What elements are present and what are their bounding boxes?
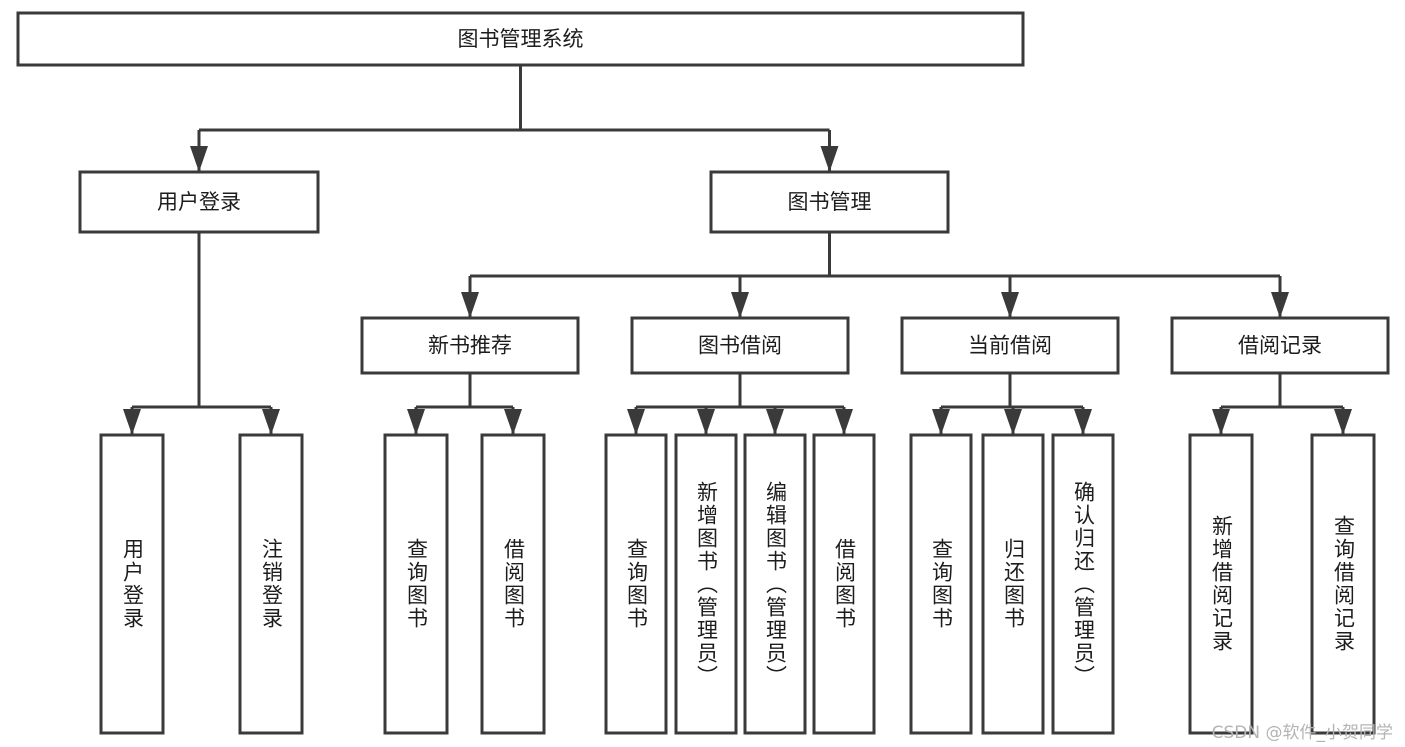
arrow-to-leaf-1 <box>262 409 280 435</box>
node-leaf-box-12[interactable] <box>1310 433 1376 735</box>
arrow-to-leaf-2 <box>407 409 425 435</box>
node-leaf-box-7[interactable] <box>812 433 876 735</box>
arrow-to-level3-2 <box>1001 292 1019 318</box>
arrow-to-level2-0 <box>190 146 208 172</box>
arrow-to-level2-1 <box>820 146 839 172</box>
node-level2-label-1: 图书管理 <box>788 190 872 214</box>
node-level3-box-1[interactable] <box>630 316 850 375</box>
node-leaf-box-1[interactable] <box>238 433 304 735</box>
arrow-to-leaf-8 <box>932 409 950 435</box>
arrow-to-leaf-11 <box>1212 409 1230 435</box>
node-level2-box-1[interactable] <box>709 170 950 234</box>
node-leaf-box-3[interactable] <box>480 433 546 735</box>
arrow-to-level3-1 <box>731 292 749 318</box>
node-level3-box-2[interactable] <box>900 316 1120 375</box>
node-level3-label-1: 图书借阅 <box>698 334 782 358</box>
watermark-text: CSDN @软件_小贺同学 <box>1211 723 1393 743</box>
arrow-to-leaf-10 <box>1074 409 1092 435</box>
arrow-to-level3-3 <box>1271 292 1289 318</box>
connectors-layer <box>123 65 1352 435</box>
arrow-to-leaf-3 <box>504 409 522 435</box>
node-level2-box-0[interactable] <box>78 170 320 234</box>
node-leaf-box-4[interactable] <box>604 433 668 735</box>
node-root-label: 图书管理系统 <box>458 27 584 51</box>
node-leaf-box-10[interactable] <box>1051 433 1115 735</box>
arrow-to-leaf-9 <box>1004 409 1022 435</box>
node-level2-label-0: 用户登录 <box>157 190 241 214</box>
node-level3-label-3: 借阅记录 <box>1238 334 1322 358</box>
node-leaf-box-6[interactable] <box>743 433 807 735</box>
arrow-to-leaf-7 <box>835 409 853 435</box>
arrow-to-leaf-4 <box>627 409 645 435</box>
node-level3-label-2: 当前借阅 <box>968 334 1052 358</box>
arrow-to-leaf-12 <box>1334 409 1352 435</box>
node-leaf-box-5[interactable] <box>674 433 738 735</box>
arrow-to-level3-0 <box>461 292 479 318</box>
node-level3-box-0[interactable] <box>360 316 580 375</box>
node-level3-label-0: 新书推荐 <box>428 334 512 358</box>
node-root-box[interactable] <box>16 11 1025 67</box>
node-leaf-box-8[interactable] <box>909 433 973 735</box>
node-level3-box-3[interactable] <box>1170 316 1390 375</box>
node-leaf-box-0[interactable] <box>99 433 165 735</box>
arrow-to-leaf-0 <box>123 409 141 435</box>
arrow-to-leaf-6 <box>766 409 784 435</box>
node-leaf-box-9[interactable] <box>981 433 1045 735</box>
node-leaf-box-2[interactable] <box>383 433 449 735</box>
node-leaf-box-11[interactable] <box>1188 433 1254 735</box>
arrow-to-leaf-5 <box>697 409 715 435</box>
